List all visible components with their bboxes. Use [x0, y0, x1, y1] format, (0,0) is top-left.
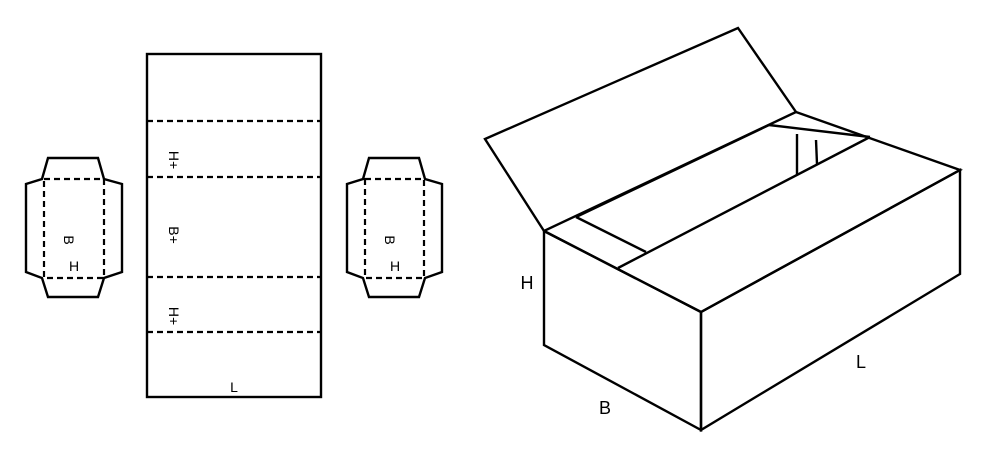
main-panel-label-h-bottom: H+ — [166, 307, 182, 325]
box-label-l: L — [856, 352, 866, 372]
box-inner-partition-2 — [814, 139, 819, 165]
box-label-h: H — [521, 273, 534, 293]
main-panel-label-b: B+ — [166, 226, 182, 244]
box-inner-flap-edge-1 — [575, 123, 770, 219]
side-piece-right-label-b: B — [382, 235, 398, 244]
box-label-b: B — [599, 398, 611, 418]
main-panel-outline — [145, 52, 323, 399]
box-back-flap-edge — [768, 123, 871, 139]
main-panel: H+ B+ H+ L — [145, 52, 323, 399]
main-panel-label-l: L — [230, 379, 238, 395]
side-piece-right-label-h: H — [390, 258, 400, 274]
side-piece-left-label-b: B — [61, 235, 77, 244]
box-inner-flap-edge-2 — [617, 135, 871, 270]
box-3d: H B L — [483, 26, 963, 433]
box-top-rim — [543, 110, 963, 314]
side-piece-right: B H — [345, 156, 444, 299]
side-piece-left: B H — [24, 156, 124, 299]
box-inner-flap-front — [575, 215, 647, 254]
side-piece-left-label-h: H — [69, 258, 79, 274]
side-piece-right-outline — [345, 156, 444, 299]
main-panel-label-h-top: H+ — [166, 151, 182, 169]
box-front-face — [542, 229, 703, 433]
box-right-face — [699, 167, 962, 433]
side-piece-left-fold-lines — [42, 177, 106, 280]
